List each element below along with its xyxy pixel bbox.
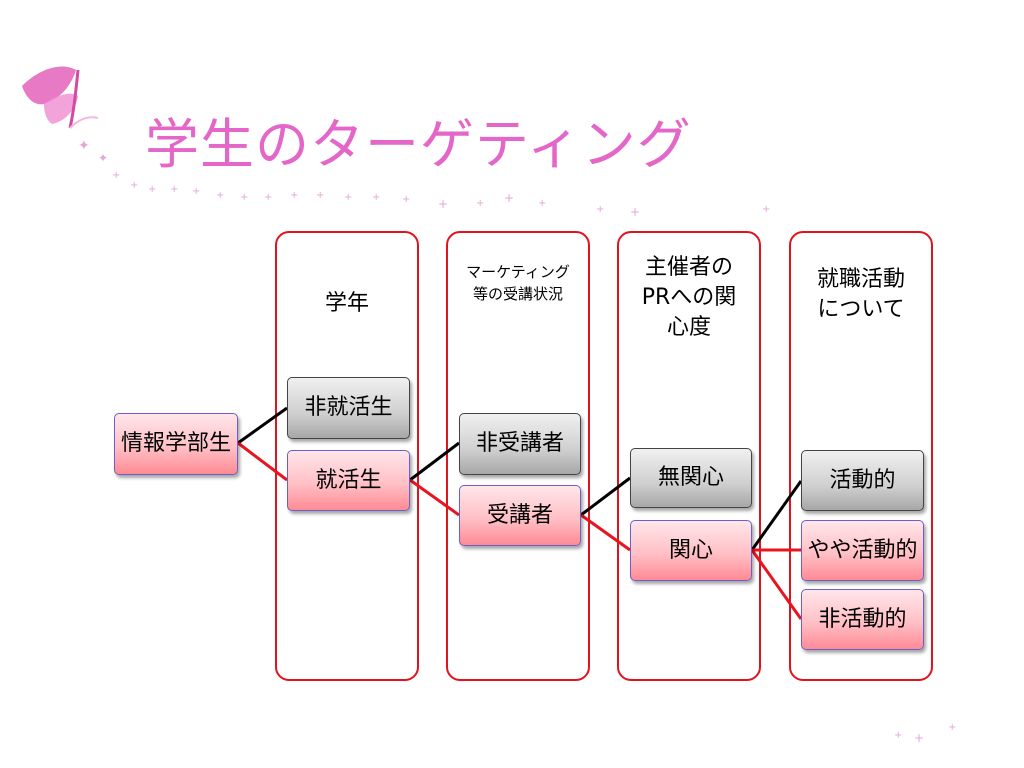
svg-text:+: +	[630, 205, 640, 219]
svg-text:+: +	[264, 192, 272, 203]
column-title-job-activity: 就職活動について	[816, 267, 905, 322]
column-title-course-status: マーケティング等の受講状況	[466, 263, 570, 303]
connector-root-to-non-job-hunting	[237, 406, 288, 445]
butterfly-icon	[22, 66, 99, 129]
connector-root-to-job-hunting	[237, 441, 288, 482]
connector-attendee-to-interested	[580, 513, 631, 552]
column-title-pr-interest: 主催者のPRへの関心度	[641, 255, 737, 340]
svg-text:+: +	[316, 190, 324, 201]
node-attendee: 受講者	[459, 485, 581, 546]
svg-text:+: +	[170, 184, 178, 195]
svg-text:+: +	[894, 730, 902, 741]
connector-interested-to-active	[750, 480, 803, 551]
connector-attendee-to-uninterested	[580, 476, 631, 517]
svg-text:+: +	[290, 190, 298, 201]
node-interested: 関心	[630, 520, 752, 581]
connector-job-hunting-to-attendee	[409, 478, 460, 517]
svg-text:+: +	[762, 204, 770, 215]
svg-text:+: +	[130, 180, 138, 191]
node-non-attendee: 非受講者	[459, 413, 581, 475]
svg-text:+: +	[438, 197, 448, 211]
svg-text:+: +	[192, 186, 200, 197]
node-inactive: 非活動的	[801, 589, 924, 650]
svg-text:+: +	[538, 198, 546, 209]
svg-text:+: +	[216, 190, 224, 201]
node-somewhat-active: やや活動的	[801, 520, 924, 581]
connector-interested-to-inactive	[750, 549, 803, 620]
svg-text:✦: ✦	[78, 138, 90, 154]
svg-text:+: +	[914, 731, 924, 745]
node-job-hunting: 就活生	[287, 450, 410, 511]
node-uninterested: 無関心	[630, 448, 752, 508]
svg-text:+: +	[402, 194, 410, 205]
column-title-grade: 学年	[324, 291, 369, 316]
connector-job-hunting-to-non-attendee	[409, 441, 460, 482]
svg-text:+: +	[476, 198, 484, 209]
svg-text:+: +	[148, 184, 156, 195]
svg-text:✦: ✦	[98, 151, 108, 165]
node-non-job-hunting: 非就活生	[287, 377, 410, 439]
slide-title: 学生のターゲティング	[145, 113, 692, 176]
svg-text:+: +	[596, 204, 604, 215]
svg-text:+: +	[948, 722, 956, 733]
svg-text:+: +	[504, 191, 514, 205]
node-active: 活動的	[801, 450, 924, 511]
svg-text:+: +	[372, 192, 380, 203]
node-root: 情報学部生	[114, 413, 238, 475]
sparkle-trail: ✦ ✦ + + + + + + + + + + + + + + + + + + …	[78, 138, 956, 745]
svg-text:+: +	[240, 192, 248, 203]
svg-text:+: +	[112, 170, 120, 181]
svg-text:+: +	[344, 192, 352, 203]
